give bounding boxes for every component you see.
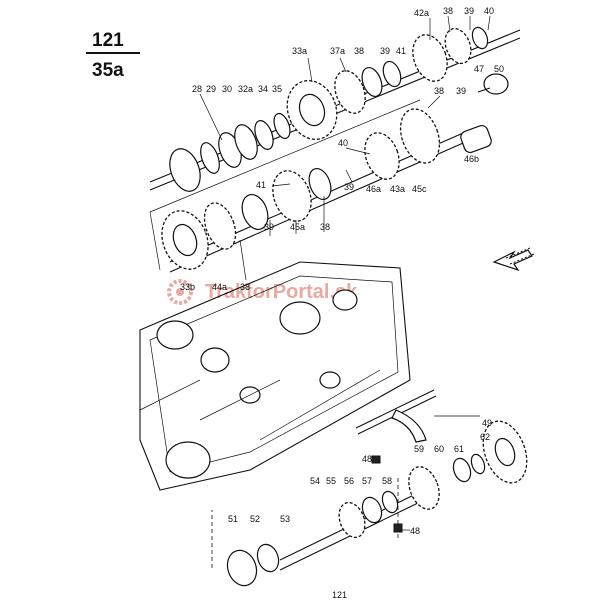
callout-39: 39 xyxy=(344,182,354,192)
callout-28: 28 xyxy=(192,84,202,94)
callout-53: 53 xyxy=(280,514,290,524)
callout-55: 55 xyxy=(326,476,336,486)
callout-52: 52 xyxy=(250,514,260,524)
callout-38: 38 xyxy=(443,6,453,16)
page-number-bottom: 35a xyxy=(92,60,124,81)
callout-59: 59 xyxy=(414,444,424,454)
callout-37a: 37a xyxy=(330,46,345,56)
callout-51: 51 xyxy=(228,514,238,524)
callout-33a: 33a xyxy=(292,46,307,56)
upper-shaft-assembly xyxy=(149,26,521,192)
callout-54: 54 xyxy=(310,476,320,486)
callout-40: 40 xyxy=(338,138,348,148)
callout-50: 50 xyxy=(494,64,504,74)
direction-arrow-icon xyxy=(492,247,535,272)
callout-41: 41 xyxy=(256,180,266,190)
callout-49: 49 xyxy=(482,418,492,428)
page-footer: 121 xyxy=(332,590,347,600)
callout-48: 48 xyxy=(410,526,420,536)
callout-39: 39 xyxy=(380,46,390,56)
callout-30: 30 xyxy=(222,84,232,94)
callout-41: 41 xyxy=(396,46,406,56)
callout-38: 38 xyxy=(354,46,364,56)
callout-40: 40 xyxy=(484,6,494,16)
callout-38: 38 xyxy=(320,222,330,232)
callout-29: 29 xyxy=(206,84,216,94)
callout-39: 39 xyxy=(264,222,274,232)
callout-44a: 44a xyxy=(212,282,227,292)
callout-56: 56 xyxy=(344,476,354,486)
callout-33b: 33b xyxy=(180,282,195,292)
callout-labels: 42a 38 39 40 33a 37a 38 39 41 47 50 28 2… xyxy=(180,6,504,536)
callout-45c: 45c xyxy=(412,184,427,194)
callout-46b: 46b xyxy=(464,154,479,164)
callout-46a: 46a xyxy=(366,184,381,194)
page-number-top: 121 xyxy=(92,30,124,51)
callout-61: 61 xyxy=(454,444,464,454)
lower-gear-assembly xyxy=(211,420,528,587)
callout-45a: 45a xyxy=(290,222,305,232)
callout-62: 62 xyxy=(480,432,490,442)
page-number: 121 35a xyxy=(86,30,140,81)
callout-60: 60 xyxy=(434,444,444,454)
callout-58: 58 xyxy=(382,476,392,486)
callout-57: 57 xyxy=(362,476,372,486)
callout-34: 34 xyxy=(258,84,268,94)
callout-35: 35 xyxy=(272,84,282,94)
shift-fork-assembly xyxy=(355,389,437,443)
callout-39: 39 xyxy=(464,6,474,16)
callout-38: 38 xyxy=(240,282,250,292)
callout-47: 47 xyxy=(474,64,484,74)
callout-43a: 43a xyxy=(390,184,405,194)
gearbox-housing xyxy=(139,261,411,491)
callout-42a: 42a xyxy=(414,8,429,18)
leader-lines xyxy=(199,15,491,531)
callout-39: 39 xyxy=(456,86,466,96)
callout-32a: 32a xyxy=(238,84,253,94)
callout-38: 38 xyxy=(434,86,444,96)
watermark-gear-icon xyxy=(167,279,193,305)
callout-48: 48 xyxy=(362,454,372,464)
middle-shaft-assembly xyxy=(149,99,492,273)
